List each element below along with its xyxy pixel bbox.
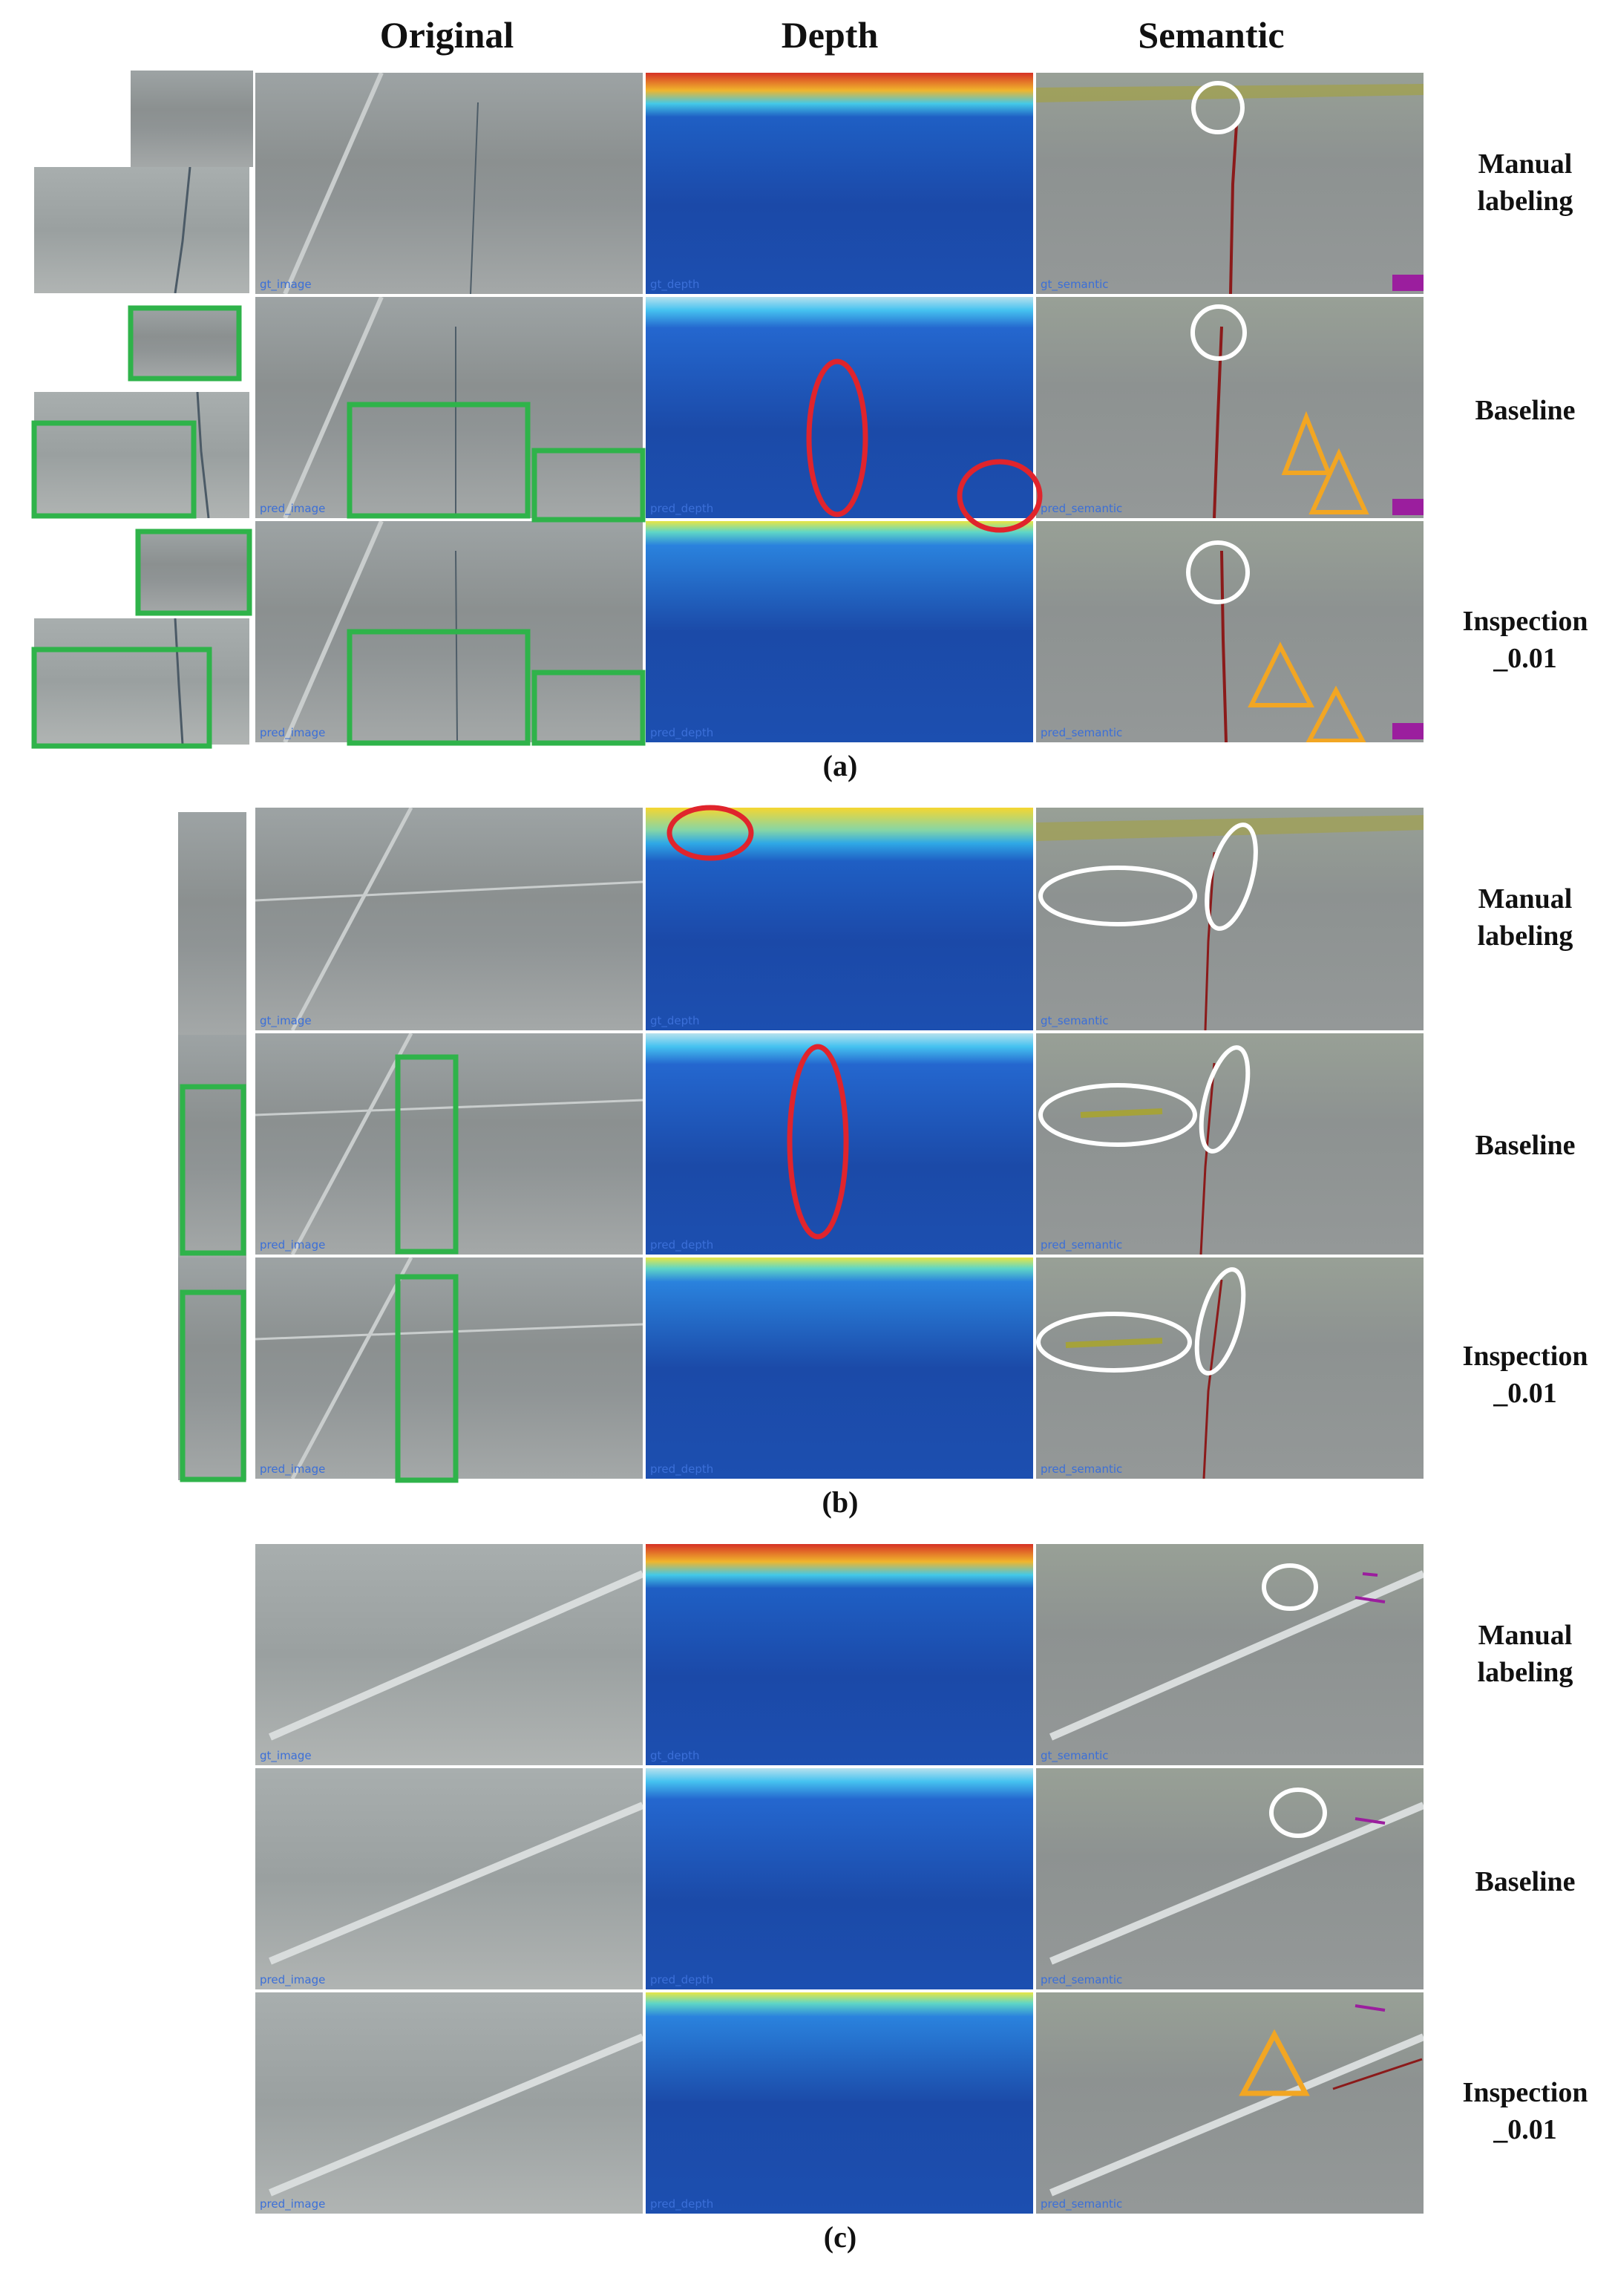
- zoom-crop: [34, 618, 249, 745]
- zoom-crop: [178, 812, 246, 1035]
- row-label-line: _0.01: [1493, 1378, 1557, 1409]
- depth-map-tile: gt_depth: [646, 808, 1033, 1030]
- tile-tag: gt_semantic: [1041, 1014, 1109, 1027]
- row-label-line: Manual: [1478, 148, 1573, 180]
- tile-tag: pred_image: [260, 726, 326, 739]
- row-label-inspection: Inspection _0.01: [1440, 603, 1611, 677]
- row-label-inspection: Inspection _0.01: [1440, 2074, 1611, 2148]
- tile-tag: gt_depth: [650, 1014, 700, 1027]
- row-label-baseline: Baseline: [1475, 1130, 1576, 1161]
- row-label-line: Inspection: [1462, 606, 1588, 637]
- semantic-map-tile: gt_semantic: [1036, 73, 1424, 294]
- depth-map-tile: pred_depth: [646, 1992, 1033, 2214]
- tile-tag: gt_image: [260, 278, 312, 291]
- tile-tag: pred_depth: [650, 2197, 714, 2211]
- tile-tag: pred_depth: [650, 1973, 714, 1986]
- depth-map-tile: pred_depth: [646, 1768, 1033, 1989]
- zoom-crop: [34, 167, 249, 293]
- zoom-crop: [131, 308, 239, 379]
- column-header-semantic: Semantic: [1138, 14, 1285, 56]
- row-label-baseline: Baseline: [1475, 1866, 1576, 1897]
- depth-map-tile: gt_depth: [646, 1544, 1033, 1765]
- row-label-line: Inspection: [1462, 1341, 1588, 1372]
- tile-tag: pred_depth: [650, 726, 714, 739]
- semantic-map-tile: pred_semantic: [1036, 1768, 1424, 1989]
- row-label-line: Manual: [1478, 883, 1573, 915]
- row-label-manual: Manual labeling: [1440, 880, 1611, 955]
- tile-tag: pred_image: [260, 1973, 326, 1986]
- row-label-baseline: Baseline: [1475, 395, 1576, 426]
- zoom-crop: [138, 532, 249, 613]
- column-header-original: Original: [379, 14, 514, 56]
- tile-tag: pred_image: [260, 2197, 326, 2211]
- tile-tag: pred_semantic: [1041, 1238, 1123, 1252]
- zoom-crop: [178, 1035, 246, 1257]
- row-label-manual: Manual labeling: [1440, 1617, 1611, 1691]
- row-label-line: Inspection: [1462, 2077, 1588, 2108]
- semantic-map-tile: pred_semantic: [1036, 297, 1424, 518]
- original-image-tile: pred_image: [255, 1768, 643, 1989]
- original-image-tile: pred_image: [255, 521, 643, 742]
- tile-tag: gt_image: [260, 1014, 312, 1027]
- tile-tag: gt_semantic: [1041, 1749, 1109, 1762]
- row-label-manual: Manual labeling: [1440, 145, 1611, 220]
- row-label-line: labeling: [1477, 920, 1573, 952]
- tile-tag: gt_depth: [650, 1749, 700, 1762]
- semantic-map-tile: gt_semantic: [1036, 1544, 1424, 1765]
- depth-map-tile: pred_depth: [646, 1033, 1033, 1255]
- original-image-tile: gt_image: [255, 808, 643, 1030]
- tile-tag: pred_depth: [650, 502, 714, 515]
- tile-tag: pred_semantic: [1041, 726, 1123, 739]
- semantic-map-tile: pred_semantic: [1036, 1992, 1424, 2214]
- original-image-tile: pred_image: [255, 1992, 643, 2214]
- tile-tag: pred_semantic: [1041, 1462, 1123, 1476]
- tile-tag: pred_depth: [650, 1238, 714, 1252]
- zoom-crop: [34, 392, 249, 518]
- column-header-depth: Depth: [781, 14, 879, 56]
- original-image-tile: pred_image: [255, 297, 643, 518]
- depth-map-tile: gt_depth: [646, 73, 1033, 294]
- panel-label-b: (b): [822, 1485, 859, 1519]
- tile-tag: pred_image: [260, 1462, 326, 1476]
- tile-tag: pred_image: [260, 1238, 326, 1252]
- row-label-line: Manual: [1478, 1620, 1573, 1651]
- row-label-line: _0.01: [1493, 2114, 1557, 2145]
- tile-tag: pred_semantic: [1041, 2197, 1123, 2211]
- depth-map-tile: pred_depth: [646, 1257, 1033, 1479]
- depth-map-tile: pred_depth: [646, 521, 1033, 742]
- semantic-map-tile: pred_semantic: [1036, 1033, 1424, 1255]
- tile-tag: pred_image: [260, 502, 326, 515]
- zoom-crop: [131, 71, 253, 167]
- original-image-tile: gt_image: [255, 1544, 643, 1765]
- row-label-line: labeling: [1477, 186, 1573, 217]
- original-image-tile: pred_image: [255, 1257, 643, 1479]
- tile-tag: pred_semantic: [1041, 502, 1123, 515]
- original-image-tile: pred_image: [255, 1033, 643, 1255]
- depth-map-tile: pred_depth: [646, 297, 1033, 518]
- panel-label-a: (a): [822, 749, 858, 782]
- row-label-inspection: Inspection _0.01: [1440, 1338, 1611, 1412]
- original-image-tile: gt_image: [255, 73, 643, 294]
- tile-tag: gt_semantic: [1041, 278, 1109, 291]
- semantic-map-tile: gt_semantic: [1036, 808, 1424, 1030]
- tile-tag: gt_image: [260, 1749, 312, 1762]
- semantic-map-tile: pred_semantic: [1036, 1257, 1424, 1479]
- row-label-line: labeling: [1477, 1657, 1573, 1688]
- tile-tag: pred_depth: [650, 1462, 714, 1476]
- semantic-map-tile: pred_semantic: [1036, 521, 1424, 742]
- tile-tag: pred_semantic: [1041, 1973, 1123, 1986]
- row-label-line: _0.01: [1493, 643, 1557, 674]
- panel-label-c: (c): [823, 2220, 857, 2254]
- zoom-crop: [178, 1257, 246, 1480]
- tile-tag: gt_depth: [650, 278, 700, 291]
